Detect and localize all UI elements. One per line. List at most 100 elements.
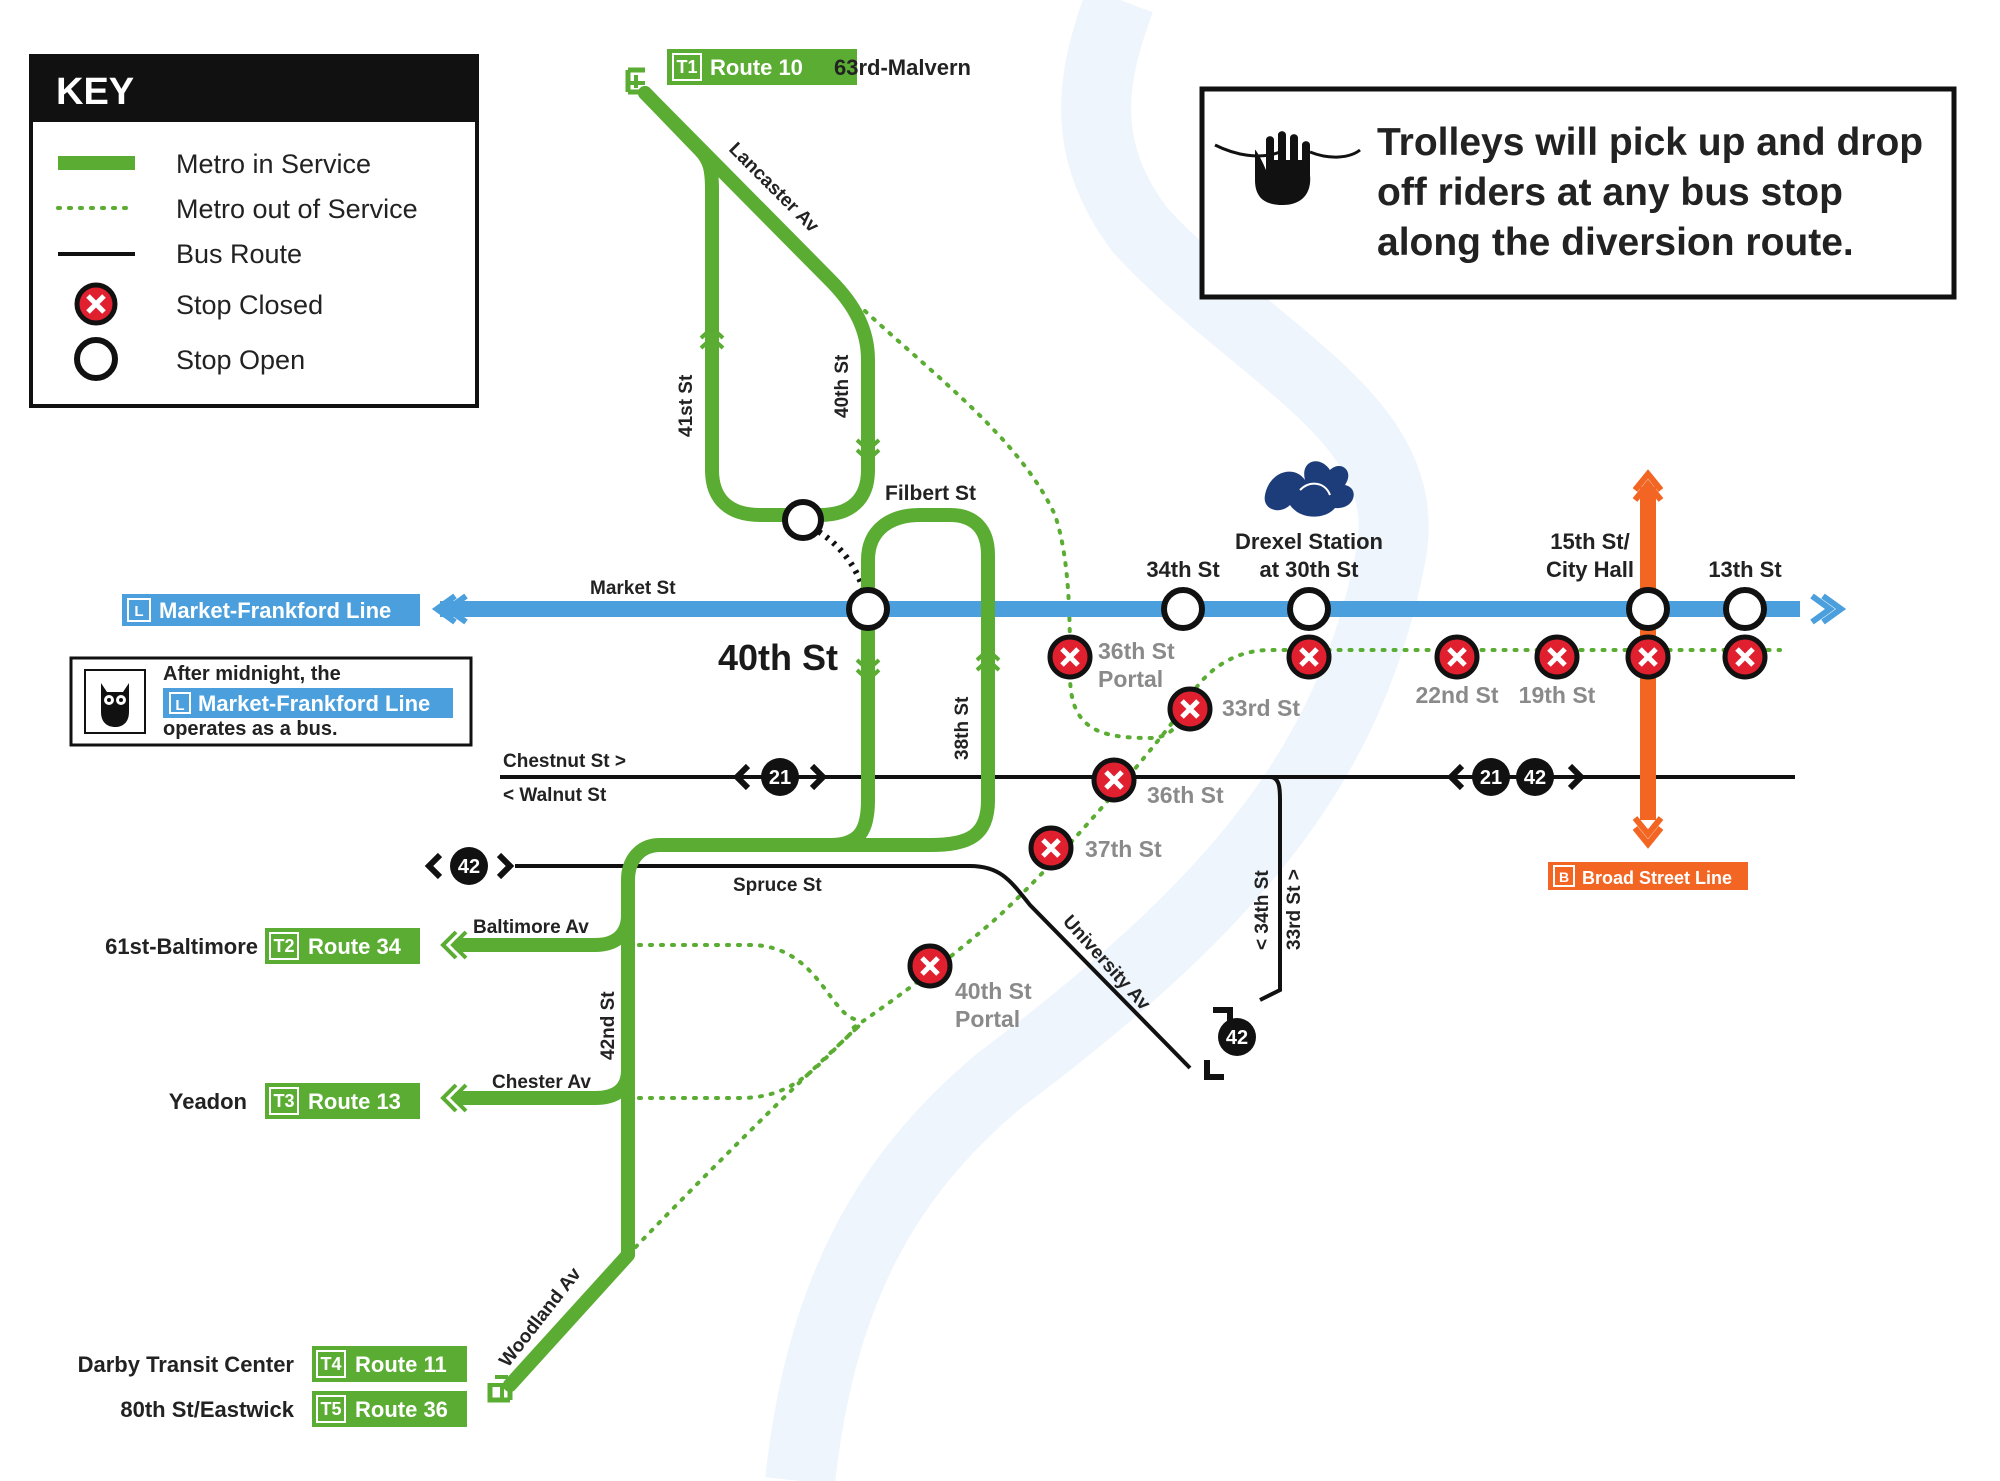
owl-notice: After midnight, the L Market-Frankford L…: [69, 656, 473, 747]
owl-line-name: Market-Frankford Line: [198, 691, 430, 716]
svg-text:Route 36: Route 36: [355, 1397, 448, 1422]
closed-stations: [907, 634, 1768, 989]
street-walnut: < Walnut St: [503, 785, 607, 806]
notice-line-2: off riders at any bus stop: [1377, 171, 1843, 214]
svg-text:B: B: [1559, 869, 1569, 885]
street-41st: 41st St: [676, 374, 697, 437]
station-open-40th: [846, 587, 890, 631]
key-label-out-of-service: Metro out of Service: [176, 194, 418, 224]
svg-text:T2: T2: [273, 936, 294, 956]
route-10-badge: T1 Route 10 63rd-Malvern: [667, 49, 971, 85]
svg-text:L: L: [175, 697, 184, 714]
svg-text:Route 11: Route 11: [355, 1352, 447, 1377]
route-10-terminus: 63rd-Malvern: [834, 55, 971, 80]
svg-text:21: 21: [769, 767, 791, 789]
street-33rd: 33rd St >: [1284, 869, 1305, 950]
bsl-badge: B Broad Street Line: [1548, 862, 1748, 890]
route-13-badge: T3 Route 13 Yeadon: [169, 1083, 420, 1119]
mfl-west-arrow: [431, 593, 468, 625]
bsl-north-arrow: [1632, 469, 1664, 502]
route-11-terminus: Darby Transit Center: [78, 1352, 295, 1377]
station-open-15th: [1626, 587, 1670, 631]
station-closed-36th-portal: [1047, 634, 1093, 680]
bus-42-badge-west: 42: [424, 847, 515, 885]
svg-text:42: 42: [458, 856, 480, 878]
bus-route-badges: 21 21 42 42 42: [424, 758, 1586, 1080]
station-closed-drexel-platform: [1286, 634, 1332, 680]
station-open-34th: [1161, 587, 1205, 631]
drexel-dragon-logo: [1264, 461, 1354, 517]
label-33rd: 33rd St: [1222, 695, 1300, 721]
metro-in-service-lines: [453, 86, 995, 1392]
route-34-terminus: 61st-Baltimore: [105, 934, 258, 959]
label-36th-portal-1: 36th St: [1098, 638, 1175, 664]
svg-text:T5: T5: [320, 1399, 341, 1419]
notice-line-3: along the diversion route.: [1377, 221, 1854, 264]
key-label-in-service: Metro in Service: [176, 149, 371, 179]
label-19th: 19th St: [1519, 682, 1596, 708]
label-13th: 13th St: [1708, 557, 1782, 582]
route-36-badge: T5 Route 36 80th St/Eastwick: [120, 1391, 467, 1427]
station-labels: Filbert St 40th St 34th St Drexel Statio…: [718, 482, 1782, 1032]
svg-text:21: 21: [1480, 767, 1502, 789]
label-filbert: Filbert St: [885, 482, 976, 505]
mfl-east-arrow: [1810, 593, 1847, 625]
label-36th-spruce: 36th St: [1147, 782, 1224, 808]
route-13-terminus: Yeadon: [169, 1089, 247, 1114]
station-closed-33rd: [1167, 686, 1213, 732]
svg-text:Route 34: Route 34: [308, 934, 402, 959]
key-label-stop-closed: Stop Closed: [176, 290, 323, 320]
svg-text:T4: T4: [320, 1354, 341, 1374]
station-closed-19th: [1534, 634, 1580, 680]
transfer-dotted-link: [801, 520, 869, 601]
station-open-filbert: [782, 499, 824, 541]
svg-text:Broad Street Line: Broad Street Line: [1582, 868, 1732, 888]
station-open-drexel: [1287, 587, 1331, 631]
bsl-south-arrow: [1632, 816, 1664, 849]
label-34th: 34th St: [1146, 557, 1220, 582]
bus-21-42-badge-east: 21 42: [1446, 758, 1586, 796]
label-40th-portal-1: 40th St: [955, 978, 1032, 1004]
svg-text:Route 13: Route 13: [308, 1089, 401, 1114]
station-closed-22nd: [1434, 634, 1480, 680]
svg-text:L: L: [134, 603, 143, 620]
notice-line-1: Trolleys will pick up and drop: [1377, 121, 1923, 164]
label-22nd: 22nd St: [1415, 682, 1498, 708]
station-closed-40th-portal: [907, 943, 953, 989]
route11-terminus-icon: [487, 1383, 513, 1403]
street-spruce: Spruce St: [733, 875, 822, 896]
station-closed-37th: [1028, 825, 1074, 871]
river-background: [765, 0, 1429, 1481]
key-open-circle: [74, 337, 118, 381]
street-baltimore: Baltimore Av: [473, 917, 589, 938]
label-37th: 37th St: [1085, 836, 1162, 862]
key-title: KEY: [56, 71, 134, 113]
svg-text:T3: T3: [273, 1091, 294, 1111]
bus-42-badge-south: 42: [1204, 1007, 1256, 1080]
key-label-stop-open: Stop Open: [176, 345, 305, 375]
svg-text:Route 10: Route 10: [710, 55, 803, 80]
street-chester: Chester Av: [492, 1072, 591, 1093]
hand-wave-icon: [1214, 131, 1361, 205]
station-closed-13th-platform: [1722, 634, 1768, 680]
map-key: KEY Metro in Service Metro out of Servic…: [29, 54, 479, 408]
route-11-badge: T4 Route 11 Darby Transit Center: [78, 1346, 467, 1382]
street-chestnut: Chestnut St >: [503, 751, 626, 772]
open-stations: [782, 499, 1767, 631]
label-drexel-2: at 30th St: [1259, 557, 1359, 582]
label-15th-1: 15th St/: [1550, 529, 1629, 554]
label-36th-portal-2: Portal: [1098, 666, 1163, 692]
label-40th-portal-2: Portal: [955, 1006, 1020, 1032]
bus-21-badge-west: 21: [732, 758, 828, 796]
owl-line-1: After midnight, the: [163, 663, 341, 685]
street-40th: 40th St: [832, 354, 853, 418]
street-38th: 38th St: [952, 696, 973, 760]
mfl-badge: L Market-Frankford Line: [122, 594, 420, 626]
station-closed-15th-platform: [1625, 634, 1671, 680]
route-36-terminus: 80th St/Eastwick: [120, 1397, 294, 1422]
street-42nd: 42nd St: [598, 991, 619, 1060]
label-40th-station: 40th St: [718, 637, 838, 678]
key-red-x-circle: [74, 282, 118, 326]
street-market: Market St: [590, 578, 676, 599]
svg-text:42: 42: [1226, 1027, 1248, 1049]
